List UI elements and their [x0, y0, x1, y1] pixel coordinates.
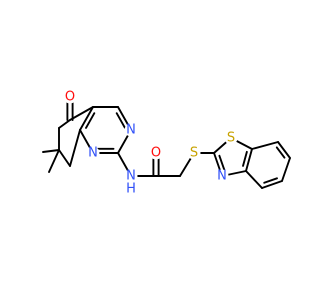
bond-c8a-c8 [69, 129, 81, 167]
atom-label-amide_n: N [126, 169, 136, 184]
atom-background-thiazole_s [224, 131, 238, 145]
bond-c7-me1 [42, 149, 60, 153]
atom-label-amide_h: H [126, 182, 136, 197]
atom-label-thioether_s: S [190, 146, 198, 161]
atom-background-n_pyr_1 [86, 146, 100, 160]
atom-background-amide_n [124, 169, 138, 183]
bond-lines [42, 96, 291, 189]
bond-c7-me2 [48, 149, 60, 173]
atom-label-n_pyr_3: N [126, 123, 136, 138]
atom-background-thiazole_n [215, 169, 229, 183]
bond-cz-nz-inner [218, 154, 226, 172]
atom-background-thioether_s [187, 146, 201, 160]
bond-b5-b6 [281, 157, 291, 182]
atom-label-n_pyr_1: N [88, 146, 98, 161]
atom-label-amide_o: O [151, 146, 161, 161]
bond-c5-c4a [69, 106, 94, 121]
atom-label-ketone_o: O [65, 90, 75, 105]
bond-c3a-b4 [245, 170, 263, 189]
bond-b6-b7 [277, 141, 291, 159]
atom-background-amide_o [149, 146, 163, 160]
bond-b6-b7-inner [275, 146, 286, 159]
atom-label-thiazole_n: N [217, 169, 227, 184]
atom-background-ketone_o [63, 90, 77, 104]
bond-c4-n3-inner [115, 112, 126, 129]
bond-c3a-c7a-inner [242, 150, 248, 167]
bond-b4-b5 [261, 180, 283, 189]
bond-c4a-c8a-inner [85, 112, 96, 129]
bond-c3a-c7a [245, 148, 253, 172]
bond-b4-b5-inner [263, 177, 278, 184]
bond-c8-c7 [58, 149, 71, 167]
atom-label-thiazole_s: S [227, 131, 235, 146]
atom-background-amide_h [124, 182, 138, 196]
bond-c6-c5 [58, 119, 71, 129]
atom-background-n_pyr_3 [124, 123, 138, 137]
bond-c4a-c8a [79, 106, 94, 131]
bond-b7-c7a [251, 141, 279, 150]
